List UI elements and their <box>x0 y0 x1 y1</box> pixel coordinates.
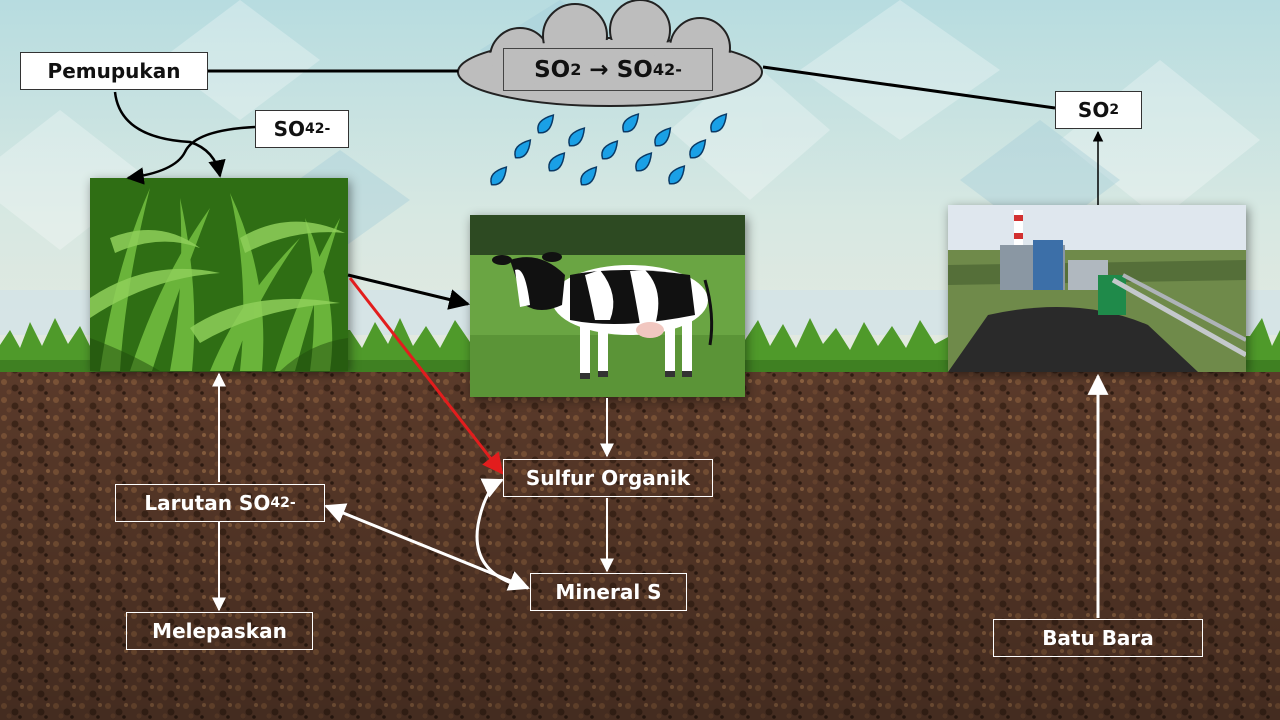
label-pemupukan: Pemupukan <box>20 52 208 90</box>
cow-figure <box>492 252 714 379</box>
raindrop-icon <box>514 139 532 159</box>
raindrops <box>490 113 728 186</box>
label-mineral-s: Mineral S <box>530 573 687 611</box>
raindrop-icon <box>622 113 640 133</box>
so2-base: SO <box>1077 98 1110 122</box>
raindrop-icon <box>568 127 586 147</box>
power-plant-photo <box>948 205 1246 372</box>
label-mineral-s-text: Mineral S <box>555 580 662 604</box>
raindrop-icon <box>654 127 672 147</box>
line-cloud-so2 <box>762 65 1056 110</box>
so4-sup: 2- <box>314 121 331 137</box>
arrow-mineral-sulfur-organik <box>475 478 529 590</box>
so4-sub: 4 <box>305 121 315 137</box>
label-sulfur-organik-text: Sulfur Organik <box>525 466 691 490</box>
raindrop-icon <box>580 166 598 186</box>
raindrop-icon <box>689 139 707 159</box>
cloud-right-sub: 4 <box>652 60 665 79</box>
label-batu-bara-text: Batu Bara <box>1042 626 1154 650</box>
so4-base: SO <box>273 117 306 141</box>
arrow-pemupukan-grass <box>113 91 226 178</box>
raindrop-icon <box>537 114 555 134</box>
cow-photo <box>470 215 745 397</box>
raindrop-icon <box>490 166 508 186</box>
label-pemupukan-text: Pemupukan <box>47 59 181 83</box>
raindrop-icon <box>710 113 728 133</box>
cloud-left-sub: 2 <box>570 60 582 79</box>
label-melepaskan-text: Melepaskan <box>152 619 287 643</box>
label-melepaskan: Melepaskan <box>126 612 313 650</box>
arrow-grass-cow <box>347 273 471 310</box>
cloud-right-base: SO <box>616 56 653 83</box>
larutan-sup: 2- <box>280 495 296 511</box>
label-sulfur-organik: Sulfur Organik <box>503 459 713 497</box>
raindrop-icon <box>548 152 566 172</box>
larutan-base: Larutan SO <box>144 491 271 515</box>
reaction-arrow-icon: → <box>589 56 609 83</box>
cloud-right-sup: 2- <box>664 60 682 79</box>
label-batu-bara: Batu Bara <box>993 619 1203 657</box>
larutan-sub: 4 <box>270 495 281 511</box>
so2-sub: 2 <box>1109 102 1120 118</box>
cloud-left-base: SO <box>534 56 571 83</box>
raindrop-icon <box>601 140 619 160</box>
arrow-grass-sulfur-organik <box>348 277 504 475</box>
raindrop-icon <box>635 152 653 172</box>
grass-photo <box>90 178 348 371</box>
raindrop-icon <box>668 165 686 185</box>
arrow-so4-grass <box>126 125 256 185</box>
